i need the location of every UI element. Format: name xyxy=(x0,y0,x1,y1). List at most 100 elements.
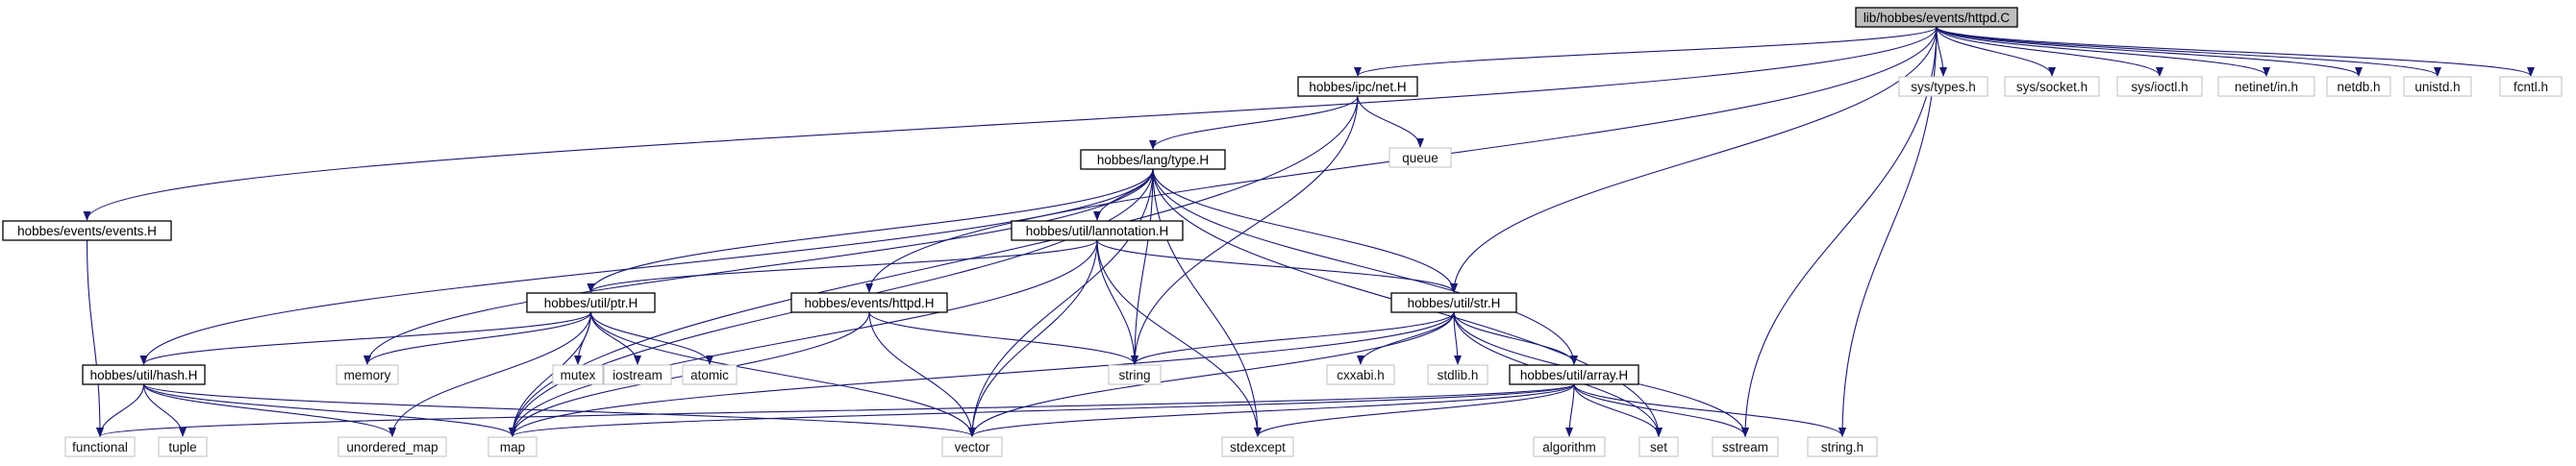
edge-str_H-to-string xyxy=(1131,311,1455,365)
edge-hash_H-to-vector xyxy=(142,383,976,437)
node-hobbes-lang-type-h[interactable]: hobbes/lang/type.H xyxy=(1080,149,1226,170)
node-sys-ioctl-h: sys/ioctl.h xyxy=(2116,76,2203,97)
node-box xyxy=(1427,364,1488,385)
edge-httpd_C-to-sstream xyxy=(1741,26,1938,437)
node-label: sys/socket.h xyxy=(2016,80,2088,94)
edge-lang_type-to-ptr_H xyxy=(587,168,1154,293)
node-box xyxy=(158,436,208,457)
node-vector: vector xyxy=(941,436,1003,457)
edge-hash_H-to-map xyxy=(142,383,516,437)
edge-array_H-to-stdexcept xyxy=(1254,383,1575,437)
edge-httpd_H-to-string xyxy=(868,311,1138,365)
node-sys-socket-h: sys/socket.h xyxy=(2004,76,2100,97)
edge-lang_type-to-vector xyxy=(968,168,1154,437)
node-box xyxy=(2,220,172,241)
node-cxxabi-h: cxxabi.h xyxy=(1326,364,1395,385)
node-label: hobbes/util/hash.H xyxy=(90,368,198,382)
node-label: sstream xyxy=(1722,440,1768,454)
node-box xyxy=(603,364,672,385)
node-box xyxy=(1388,147,1452,168)
node-sys-types-h: sys/types.h xyxy=(1898,76,1988,97)
node-netinet-in-h: netinet/in.h xyxy=(2217,76,2315,97)
node-label: tuple xyxy=(168,440,196,454)
node-label: hobbes/lang/type.H xyxy=(1097,153,1209,167)
node-label: queue xyxy=(1402,151,1438,165)
node-box xyxy=(941,436,1003,457)
edge-httpd_C-to-fcntl_h xyxy=(1936,26,2535,77)
node-box xyxy=(488,436,538,457)
node-unordered-map: unordered_map xyxy=(338,436,447,457)
node-box xyxy=(1898,76,1988,97)
node-hobbes-events-httpd-h[interactable]: hobbes/events/httpd.H xyxy=(790,292,948,313)
edge-httpd_C-to-str_H xyxy=(1450,26,1938,293)
edge-annotation-to-str_H xyxy=(1096,239,1458,293)
node-fcntl-h: fcntl.h xyxy=(2499,76,2563,97)
node-hobbes-util-hash-h[interactable]: hobbes/util/hash.H xyxy=(82,364,206,385)
node-label: hobbes/util/array.H xyxy=(1520,368,1628,382)
node-box xyxy=(2116,76,2203,97)
edge-lang_type-to-array_H xyxy=(1152,168,1578,365)
node-label: cxxabi.h xyxy=(1337,368,1385,382)
node-box xyxy=(1807,436,1878,457)
edge-httpd_H-to-vector xyxy=(868,311,976,437)
node-hobbes-util-array-h[interactable]: hobbes/util/array.H xyxy=(1509,364,1639,385)
node-map: map xyxy=(488,436,538,457)
edge-hash_H-to-tuple xyxy=(142,383,187,437)
node-string: string xyxy=(1108,364,1162,385)
node-algorithm: algorithm xyxy=(1533,436,1606,457)
node-box xyxy=(526,292,656,313)
node-label: fcntl.h xyxy=(2513,80,2548,94)
edge-array_H-to-map xyxy=(509,383,1575,437)
edge-lang_type-to-hash_H xyxy=(139,168,1154,365)
edge-str_H-to-map xyxy=(509,311,1455,437)
node-hobbes-util-ptr-h[interactable]: hobbes/util/ptr.H xyxy=(526,292,656,313)
node-iostream: iostream xyxy=(603,364,672,385)
edge-ptr_H-to-atomic xyxy=(589,311,713,365)
edge-str_H-to-vector xyxy=(968,311,1455,437)
edge-annotation-to-map xyxy=(509,239,1098,437)
edge-ptr_H-to-map xyxy=(509,311,592,437)
node-label: hobbes/util/lannotation.H xyxy=(1026,224,1169,238)
edge-httpd_C-to-ioctl_h xyxy=(1936,26,2163,77)
node-box xyxy=(2217,76,2315,97)
edges-layer xyxy=(83,26,2535,437)
node-hobbes-util-lannotation-h[interactable]: hobbes/util/lannotation.H xyxy=(1011,220,1184,241)
node-box xyxy=(2499,76,2563,97)
node-label: hobbes/ipc/net.H xyxy=(1309,80,1406,94)
node-label: memory xyxy=(344,368,391,382)
node-hobbes-util-str-h[interactable]: hobbes/util/str.H xyxy=(1390,292,1517,313)
node-label: hobbes/events/events.H xyxy=(17,224,157,238)
node-label: map xyxy=(500,440,525,454)
node-label: iostream xyxy=(613,368,663,382)
edge-array_H-to-set xyxy=(1573,383,1663,437)
nodes-layer: lib/hobbes/events/httpd.C hobbes/ipc/net.… xyxy=(2,7,2563,457)
node-unistd-h: unistd.h xyxy=(2403,76,2472,97)
edge-ipc_net-to-string xyxy=(1131,95,1359,365)
node-label: sys/types.h xyxy=(1911,80,1976,94)
node-label: vector xyxy=(955,440,990,454)
node-label: hobbes/util/ptr.H xyxy=(544,296,638,310)
edge-httpd_C-to-unistd_h xyxy=(1936,26,2441,77)
edge-ipc_net-to-queue xyxy=(1357,95,1424,148)
node-sstream: sstream xyxy=(1712,436,1779,457)
node-label: string xyxy=(1118,368,1150,382)
edge-annotation-to-vector xyxy=(968,239,1098,437)
node-lib-hobbes-events-httpd-c[interactable]: lib/hobbes/events/httpd.C xyxy=(1855,7,2018,28)
edge-httpd_C-to-events_H xyxy=(83,26,1938,221)
edge-array_H-to-functional xyxy=(96,383,1575,437)
node-box xyxy=(338,436,447,457)
node-label: stdexcept xyxy=(1230,440,1286,454)
node-hobbes-ipc-net-h[interactable]: hobbes/ipc/net.H xyxy=(1297,76,1418,97)
node-string-h: string.h xyxy=(1807,436,1878,457)
node-box xyxy=(2004,76,2100,97)
node-box xyxy=(1221,436,1294,457)
node-box xyxy=(1638,436,1679,457)
node-hobbes-events-events-h[interactable]: hobbes/events/events.H xyxy=(2,220,172,241)
edge-lang_type-to-string xyxy=(1131,168,1154,365)
node-mutex: mutex xyxy=(552,364,604,385)
edge-lang_type-to-str_H xyxy=(1152,168,1458,293)
node-box xyxy=(2326,76,2391,97)
node-box xyxy=(64,436,136,457)
edge-array_H-to-string_h xyxy=(1573,383,1846,437)
edge-lang_type-to-stdexcept xyxy=(1152,168,1262,437)
